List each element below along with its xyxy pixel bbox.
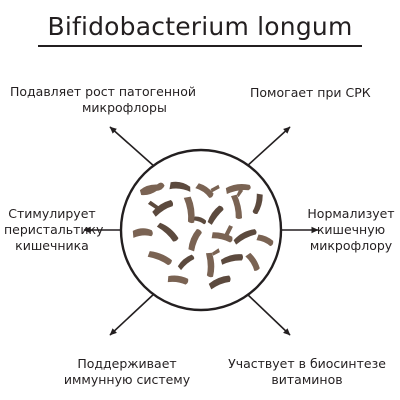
bacterium-icon: [233, 229, 257, 245]
effect-label-top-right: Помогает при СРК: [250, 85, 371, 100]
bacterium-icon: [230, 187, 244, 219]
bacterium-icon: [256, 234, 274, 247]
bacterium-icon: [245, 252, 260, 271]
bacterium-icon: [147, 251, 172, 266]
effect-label-mid-right: Нормализует кишечную микрофлору: [307, 206, 395, 253]
bacterium-icon: [177, 254, 195, 271]
bacterium-icon: [211, 225, 233, 243]
diagram-title: Bifidobacterium longum: [47, 12, 353, 41]
effect-label-top-left: Подавляет рост патогенной микрофлоры: [9, 84, 196, 115]
bacterium-icon: [132, 228, 153, 238]
bacterium-icon: [208, 275, 231, 290]
bacterium-icon: [193, 216, 207, 225]
arrow-top-right: [245, 126, 291, 168]
bacterium-icon: [167, 275, 189, 285]
bacterium-icon: [139, 182, 165, 196]
effect-label-bottom-right: Участвует в биосинтезе витаминов: [228, 356, 386, 387]
arrow-bottom-left: [109, 292, 156, 336]
bacterium-icon: [220, 254, 244, 265]
bacterium-icon: [169, 181, 191, 192]
arrow-bottom-right: [245, 292, 291, 336]
arrows: [83, 126, 319, 336]
bacterium-icon: [188, 228, 202, 252]
bacterium-icon: [195, 183, 220, 198]
effect-label-mid-left: Стимулирует перистальтику кишечника: [4, 206, 104, 253]
bacterium-icon: [205, 248, 220, 278]
arrow-top-left: [109, 126, 156, 168]
bacterium-icon: [147, 200, 174, 217]
bacterium-icon: [183, 196, 195, 224]
bacterium-icon: [156, 222, 179, 242]
effect-label-bottom-left: Поддерживает иммунную систему: [63, 356, 191, 387]
title-underline: [38, 45, 362, 47]
bacteria-cluster: [132, 181, 274, 290]
bacterium-icon: [207, 205, 224, 225]
bacterium-icon: [225, 184, 251, 195]
bacterium-icon: [252, 193, 263, 215]
